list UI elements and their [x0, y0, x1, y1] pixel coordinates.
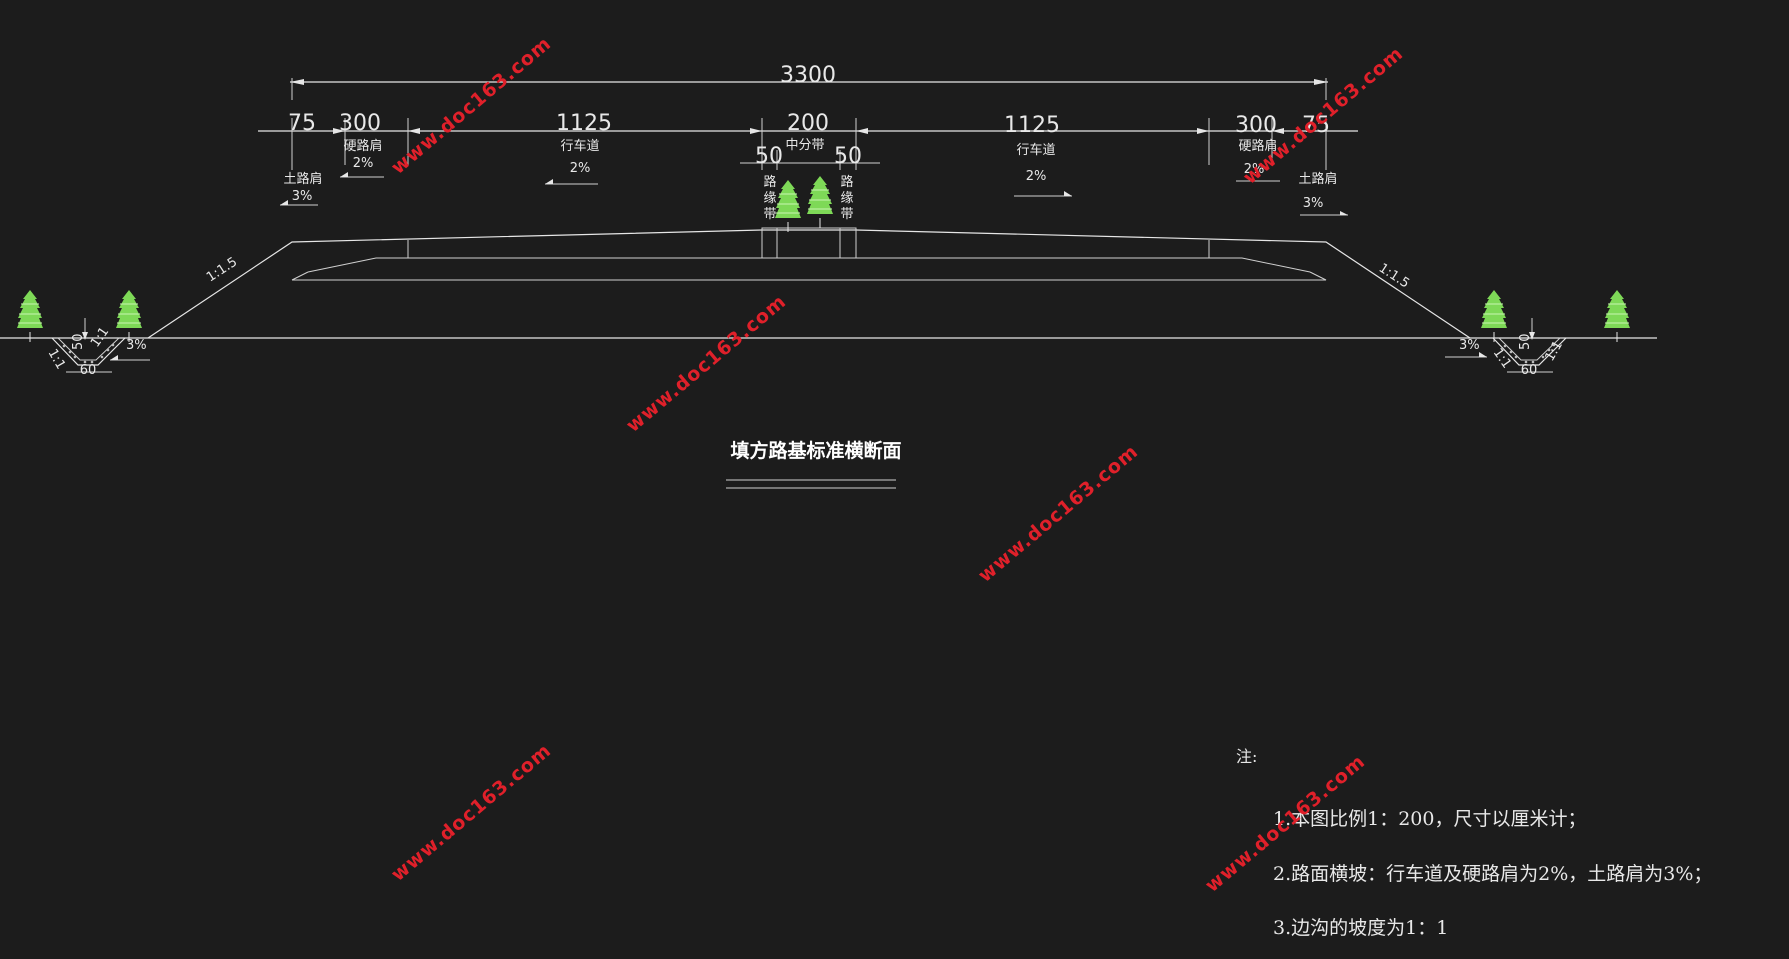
- ditch-left-fill: [62, 343, 115, 364]
- watermark-3: www.doc163.com: [622, 290, 791, 436]
- median-tree-right: [806, 175, 834, 229]
- roadside-tree-1: [16, 289, 44, 343]
- ditch-left-depth: 50: [71, 333, 86, 350]
- roadside-tree-4: [1603, 289, 1631, 343]
- slope-hard-shoulder-right: 2%: [1244, 162, 1265, 177]
- watermark-5: www.doc163.com: [387, 739, 556, 885]
- edge-strip-left-char-2: 缘: [763, 191, 776, 206]
- dim-median: 200: [787, 111, 829, 136]
- dim-lane-left: 1125: [556, 111, 612, 136]
- edge-strip-left-char-1: 路: [763, 174, 776, 190]
- median-box: [761, 227, 857, 259]
- ditch-right: [1492, 337, 1567, 366]
- watermark-4: www.doc163.com: [974, 440, 1143, 586]
- dim-lane-right: 1125: [1004, 113, 1060, 138]
- median-tree-left: [774, 179, 802, 233]
- label-soil-shoulder-left: 土路肩: [283, 171, 322, 187]
- ditch-right-outer-slope: 3%: [1459, 338, 1480, 353]
- ditch-right-depth: 50: [1518, 333, 1533, 350]
- dim-edge-strip-right: 50: [834, 144, 862, 169]
- pavement-layer-1: [307, 257, 1311, 273]
- label-soil-shoulder-right: 土路肩: [1298, 171, 1337, 187]
- ditch-left-bottom: 60: [80, 363, 97, 378]
- ditch-right-bottom: 60: [1521, 363, 1538, 378]
- ditch-left-slope-inner: 1:1: [88, 325, 112, 351]
- ditch-right-fill: [1503, 343, 1556, 364]
- edge-strip-right-char-3: 带: [840, 207, 853, 222]
- slope-soil-shoulder-right: 3%: [1303, 196, 1324, 211]
- dim-soil-shoulder-left: 75: [288, 111, 316, 136]
- edge-strip-right-char-2: 缘: [840, 191, 853, 206]
- slope-soil-shoulder-left: 3%: [292, 189, 313, 204]
- drawing-title: 填方路基标准横断面: [730, 439, 901, 462]
- ditch-left: [51, 337, 126, 366]
- pavement-layer-2: [292, 271, 1327, 281]
- dim-soil-shoulder-right: 75: [1302, 113, 1330, 138]
- roadside-tree-3: [1480, 289, 1508, 343]
- dim-hard-shoulder-right: 300: [1235, 113, 1277, 138]
- note-1: 1.本图比例1：200，尺寸以厘米计；: [1273, 808, 1586, 830]
- label-median: 中分带: [785, 138, 824, 153]
- roadside-tree-2: [115, 289, 143, 343]
- label-lane-left: 行车道: [560, 138, 599, 154]
- note-3: 3.边沟的坡度为1：1: [1273, 917, 1448, 939]
- label-hard-shoulder-left: 硬路肩: [343, 138, 382, 154]
- ditch-left-outer-slope: 3%: [126, 338, 147, 353]
- slope-lane-right: 2%: [1026, 169, 1047, 184]
- notes-heading: 注:: [1236, 747, 1257, 766]
- slope-lane-left: 2%: [570, 161, 591, 176]
- slope-hard-shoulder-left: 2%: [353, 156, 374, 171]
- edge-strip-right-char-1: 路: [840, 174, 853, 190]
- dim-hard-shoulder-left: 300: [339, 111, 381, 136]
- dim-total: 3300: [780, 63, 836, 88]
- dim-edge-strip-left: 50: [755, 144, 783, 169]
- embankment-outline: [147, 229, 1471, 339]
- note-2: 2.路面横坡：行车道及硬路肩为2%，土路肩为3%；: [1273, 863, 1712, 885]
- watermark-1: www.doc163.com: [387, 32, 556, 178]
- label-lane-right: 行车道: [1016, 142, 1055, 158]
- edge-strip-left-char-3: 带: [763, 207, 776, 222]
- label-hard-shoulder-right: 硬路肩: [1238, 138, 1277, 154]
